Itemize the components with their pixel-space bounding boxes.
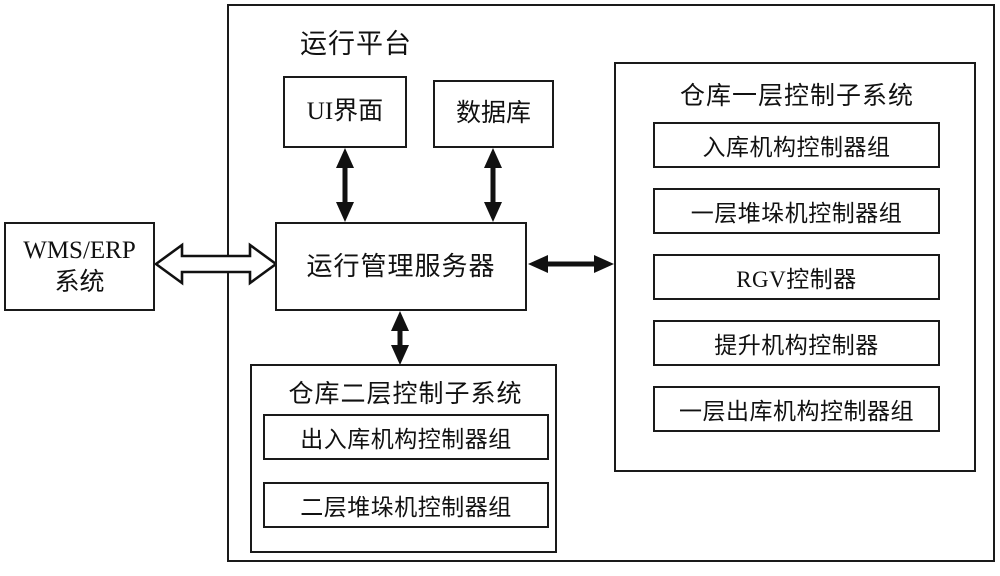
warehouse-floor2-subsystem: 仓库二层控制子系统 出入库机构控制器组 二层堆垛机控制器组 — [250, 364, 557, 553]
warehouse-floor1-subsystem: 仓库一层控制子系统 入库机构控制器组 一层堆垛机控制器组 RGV控制器 提升机构… — [614, 62, 976, 472]
database-box: 数据库 — [433, 80, 554, 148]
management-server-label: 运行管理服务器 — [306, 251, 496, 281]
ui-interface-box: UI界面 — [283, 76, 407, 148]
wms-erp-label-line1: WMS/ERP — [23, 237, 136, 265]
wms-erp-label-line2: 系统 — [54, 268, 105, 296]
ui-interface-label: UI界面 — [306, 97, 384, 125]
floor1-item-inbound-controller-group: 入库机构控制器组 — [653, 122, 940, 168]
wms-erp-system-box: WMS/ERP 系统 — [4, 222, 155, 311]
floor1-item-outbound-controller-group: 一层出库机构控制器组 — [653, 386, 940, 432]
platform-title: 运行平台 — [300, 29, 412, 59]
floor1-item-hoist-controller: 提升机构控制器 — [653, 320, 940, 366]
database-label: 数据库 — [455, 99, 531, 127]
floor2-item-inout-controller-group: 出入库机构控制器组 — [263, 414, 549, 460]
management-server-box: 运行管理服务器 — [275, 222, 527, 311]
floor1-item-rgv-controller: RGV控制器 — [653, 254, 940, 300]
floor1-item-stacker-controller-group: 一层堆垛机控制器组 — [653, 188, 940, 234]
floor2-item-stacker-controller-group: 二层堆垛机控制器组 — [263, 482, 549, 528]
warehouse-floor2-title: 仓库二层控制子系统 — [288, 381, 523, 408]
warehouse-floor1-title: 仓库一层控制子系统 — [679, 83, 914, 110]
